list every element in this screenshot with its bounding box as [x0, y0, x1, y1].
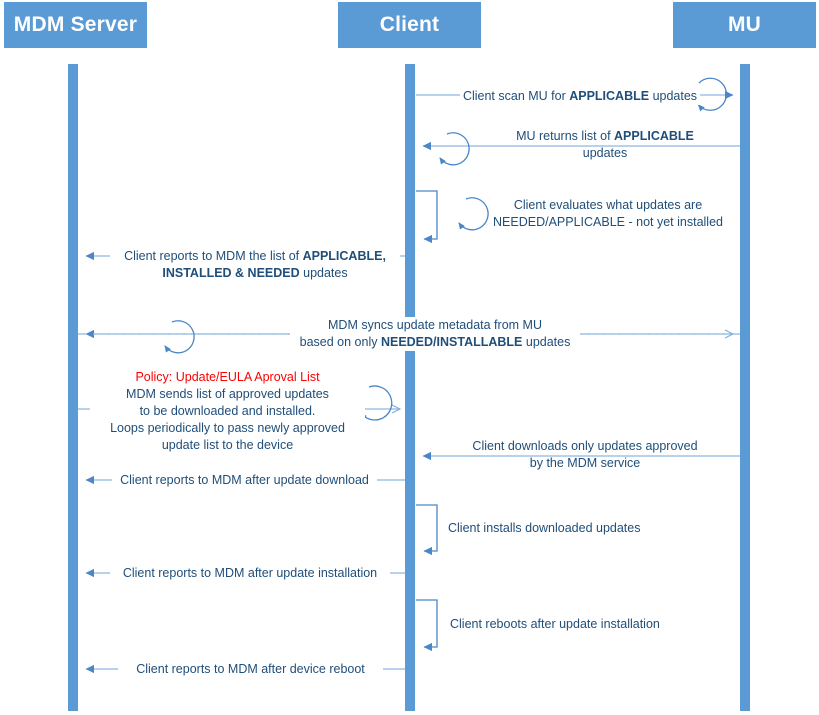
- m6-line-3: Loops periodically to pass newly approve…: [90, 420, 365, 437]
- m7-line-2: by the MDM service: [529, 456, 641, 470]
- m1-text-plain-1: Client scan MU for: [462, 89, 570, 103]
- activation-client-download: [405, 385, 415, 711]
- message-label-m10: Client reports to MDM after update insta…: [110, 565, 390, 582]
- m2-line-1: MU returns list of APPLICABLE: [485, 128, 725, 145]
- message-label-m12: Client reports to MDM after device reboo…: [118, 661, 383, 678]
- m5-text-plain-2: updates: [522, 335, 571, 349]
- m2-line-2: updates: [582, 146, 628, 160]
- m6-line-1: MDM sends list of approved updates: [90, 386, 365, 403]
- participant-client[interactable]: Client: [338, 2, 481, 48]
- message-label-m8: Client reports to MDM after update downl…: [112, 472, 377, 489]
- participant-client-label: Client: [379, 13, 440, 36]
- m3-line-2: NEEDED/APPLICABLE - not yet installed: [493, 215, 723, 229]
- m6-line-4: update list to the device: [90, 437, 365, 454]
- message-label-m6: Policy: Update/EULA Aproval List MDM sen…: [90, 369, 365, 454]
- m4-text-bold-1: APPLICABLE,: [302, 249, 386, 263]
- activation-mu-top: [740, 64, 750, 156]
- m4-line-2: INSTALLED & NEEDED updates: [110, 265, 400, 282]
- message-label-m1: Client scan MU for APPLICABLE updates: [460, 88, 700, 105]
- m4-text-plain-1: Client reports to MDM the list of: [124, 249, 303, 263]
- activation-mu-download: [740, 385, 750, 470]
- m3-line-1: Client evaluates what updates are: [513, 198, 703, 212]
- m1-text-bold: APPLICABLE: [569, 89, 650, 103]
- message-label-m3: Client evaluates what updates are NEEDED…: [478, 197, 738, 231]
- m2-text-plain-1: MU returns list of: [516, 129, 615, 143]
- m5-text-plain-1: based on only: [299, 335, 381, 349]
- message-m9-client-installs-updates: [416, 504, 438, 556]
- m6-policy-line: Policy: Update/EULA Aproval List: [90, 369, 365, 386]
- m7-line-1: Client downloads only updates approved: [455, 438, 715, 455]
- message-label-m2: MU returns list of APPLICABLE updates: [485, 128, 725, 162]
- message-label-m4: Client reports to MDM the list of APPLIC…: [110, 248, 400, 282]
- lifeline-mdm-server: [68, 64, 78, 711]
- m5-line-2: based on only NEEDED/INSTALLABLE updates: [290, 334, 580, 351]
- m5-line-1: MDM syncs update metadata from MU: [290, 317, 580, 334]
- m4-line-1: Client reports to MDM the list of APPLIC…: [110, 248, 400, 265]
- participant-mdm-server[interactable]: MDM Server: [4, 2, 147, 48]
- participant-mu[interactable]: MU: [673, 2, 816, 48]
- message-label-m7: Client downloads only updates approved b…: [455, 438, 715, 472]
- message-label-m11: Client reboots after update installation: [450, 617, 660, 631]
- message-label-m9: Client installs downloaded updates: [448, 521, 641, 535]
- message-label-m5: MDM syncs update metadata from MU based …: [290, 317, 580, 351]
- m4-text-plain-2: updates: [299, 266, 348, 280]
- activation-client-scan: [405, 64, 415, 284]
- m2-text-bold: APPLICABLE: [614, 129, 694, 143]
- participant-mu-label: MU: [727, 13, 762, 36]
- m6-line-2: to be downloaded and installed.: [90, 403, 365, 420]
- message-m11-client-reboots: [416, 599, 438, 652]
- m5-text-bold: NEEDED/INSTALLABLE: [380, 335, 523, 349]
- participant-mdm-server-label: MDM Server: [13, 13, 138, 36]
- m1-text-plain-2: updates: [649, 89, 698, 103]
- m4-text-bold-2: INSTALLED & NEEDED: [162, 266, 300, 280]
